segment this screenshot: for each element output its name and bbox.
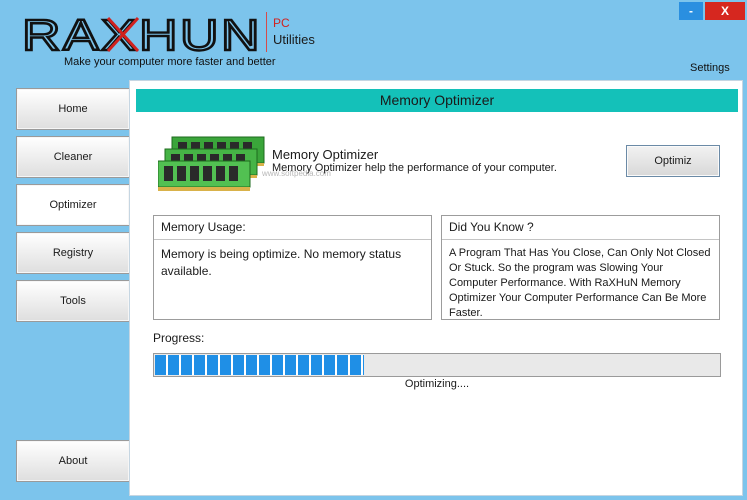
sidebar-item-tools[interactable]: Tools: [16, 280, 130, 322]
sidebar-item-cleaner[interactable]: Cleaner: [16, 136, 130, 178]
progress-status: Optimizing....: [404, 378, 470, 390]
memory-usage-text: Memory is being optimize. No memory stat…: [161, 247, 402, 278]
optimize-button[interactable]: Optimiz: [626, 145, 720, 177]
logo-pc-label: PC: [273, 16, 290, 30]
main-panel: Memory Optimizer: [129, 80, 743, 496]
progress-label: Progress:: [153, 331, 205, 345]
logo-utilities-label: Utilities: [273, 32, 315, 47]
progress-fill: [155, 355, 364, 375]
settings-link[interactable]: Settings: [690, 62, 730, 74]
minimize-button[interactable]: -: [679, 2, 703, 20]
logo-subtitle: PC Utilities: [266, 12, 315, 52]
raxhun-logo: RAXHUN: [22, 14, 262, 54]
progress-bar: [153, 353, 721, 377]
sidebar-item-about[interactable]: About: [16, 440, 130, 482]
did-you-know-title: Did You Know ?: [442, 216, 719, 240]
memory-usage-title: Memory Usage:: [154, 216, 431, 240]
did-you-know-box: Did You Know ? A Program That Has You Cl…: [441, 215, 720, 320]
feature-description: Memory Optimizer help the performance of…: [272, 162, 557, 174]
logo-text: RAXHUN: [22, 14, 262, 54]
tagline: Make your computer more faster and bette…: [64, 56, 276, 68]
feature-title: Memory Optimizer: [272, 147, 379, 162]
sidebar-item-registry[interactable]: Registry: [16, 232, 130, 274]
did-you-know-text: A Program That Has You Close, Can Only N…: [449, 247, 711, 319]
sidebar-item-optimizer[interactable]: Optimizer: [16, 184, 130, 226]
close-button[interactable]: X: [705, 2, 745, 20]
memory-module-icon: [158, 136, 265, 191]
memory-usage-box: Memory Usage: Memory is being optimize. …: [153, 215, 432, 320]
watermark: www.softpedia.com: [262, 169, 331, 178]
panel-title: Memory Optimizer: [136, 89, 738, 112]
sidebar-item-home[interactable]: Home: [16, 88, 130, 130]
